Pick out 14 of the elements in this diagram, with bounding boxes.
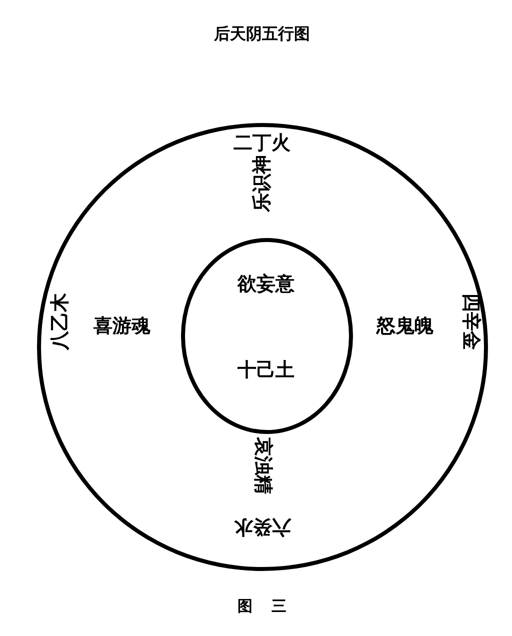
circle-label: 怒鬼魄	[376, 316, 434, 336]
circle-label: 喜游魂	[94, 316, 150, 336]
circle-label: 十己土	[238, 360, 294, 380]
circle-label: 哀浊精	[252, 436, 272, 494]
circle-label: 八乙木	[50, 292, 70, 350]
circle	[181, 238, 353, 434]
circle-label: 四辛金	[460, 292, 480, 350]
circle-label: 乐识神	[252, 154, 272, 212]
circle	[37, 123, 488, 571]
circle-label: 欲妄意	[238, 274, 294, 294]
circle-label: 六癸水	[234, 516, 290, 536]
figure-caption: 图 三	[238, 598, 287, 614]
circle-label: 二丁火	[234, 134, 290, 152]
diagram-title: 后天阴五行图	[214, 26, 310, 42]
